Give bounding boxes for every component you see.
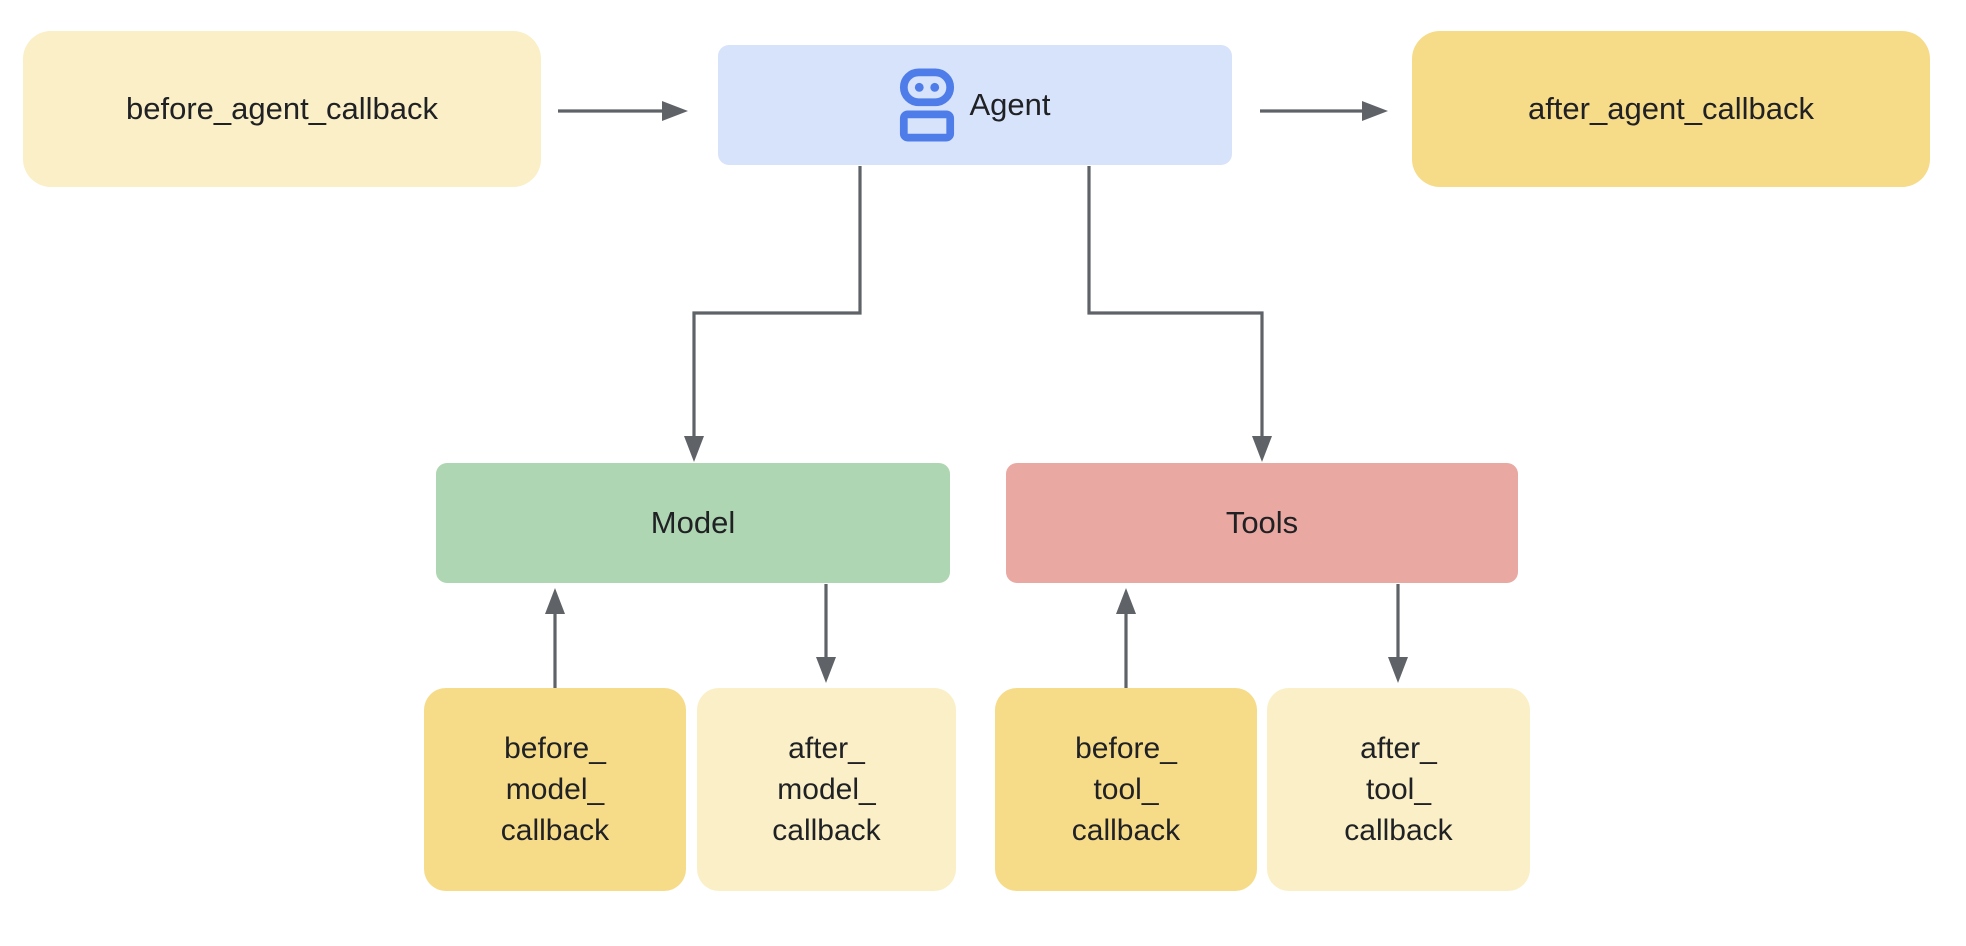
- edge-agent-to-model: [684, 166, 862, 462]
- node-label: Model: [650, 504, 736, 540]
- node-label-line: after_: [788, 732, 865, 765]
- node-model: Model: [436, 463, 950, 583]
- edge-agent-to-tools: [1087, 166, 1272, 462]
- node-label-line: tool_: [1093, 773, 1159, 806]
- node-label: before_agent_callback: [126, 90, 438, 126]
- node-label-line: callback: [500, 814, 610, 847]
- node-label: after_agent_callback: [1527, 90, 1815, 126]
- node-agent: Agent: [718, 45, 1232, 165]
- robot-icon: [900, 68, 955, 142]
- node-after-agent-callback: after_agent_callback: [1412, 31, 1930, 187]
- node-before-tool-callback: before_ tool_ callback: [995, 688, 1257, 891]
- node-after-tool-callback: after_ tool_ callback: [1267, 688, 1530, 891]
- node-label: Agent: [969, 86, 1051, 122]
- node-label-line: callback: [772, 814, 881, 847]
- node-label-line: callback: [1071, 814, 1181, 847]
- node-before-model-callback: before_ model_ callback: [424, 688, 686, 891]
- node-label-line: before_: [504, 732, 606, 765]
- node-label: Tools: [1225, 504, 1299, 540]
- node-label-line: model_: [777, 773, 876, 806]
- node-tools: Tools: [1006, 463, 1518, 583]
- node-after-model-callback: after_ model_ callback: [697, 688, 956, 891]
- node-label-line: before_: [1075, 732, 1177, 765]
- node-label-line: after_: [1360, 732, 1437, 765]
- node-label-line: callback: [1344, 814, 1453, 847]
- node-label-line: model_: [505, 773, 605, 806]
- node-before-agent-callback: before_agent_callback: [23, 31, 541, 187]
- node-label-line: tool_: [1365, 773, 1432, 806]
